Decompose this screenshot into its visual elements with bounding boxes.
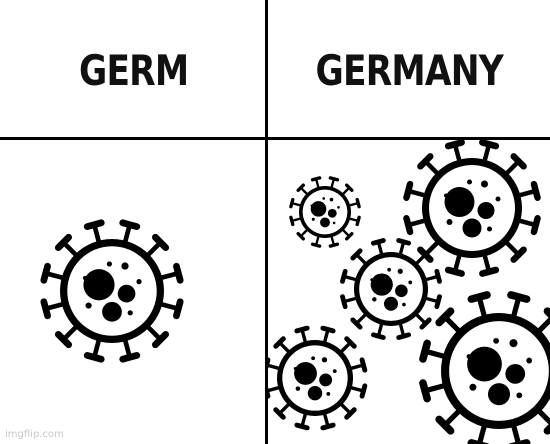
left-panel-title: GERM: [78, 45, 189, 95]
left-panel-germs: [40, 219, 184, 363]
virus-germ-icon: [340, 238, 442, 340]
right-panel-germs: [268, 140, 550, 444]
vertical-divider: [265, 0, 268, 444]
virus-germ-icon: [40, 219, 184, 363]
virus-germ-icon: [268, 325, 368, 431]
virus-germ-icon: [289, 176, 361, 248]
right-panel-title: GERMANY: [315, 45, 504, 95]
watermark: imgflip.com: [5, 429, 64, 440]
horizontal-divider: [0, 137, 550, 140]
virus-germ-icon: [419, 291, 550, 444]
virus-germ-icon: [403, 140, 541, 277]
